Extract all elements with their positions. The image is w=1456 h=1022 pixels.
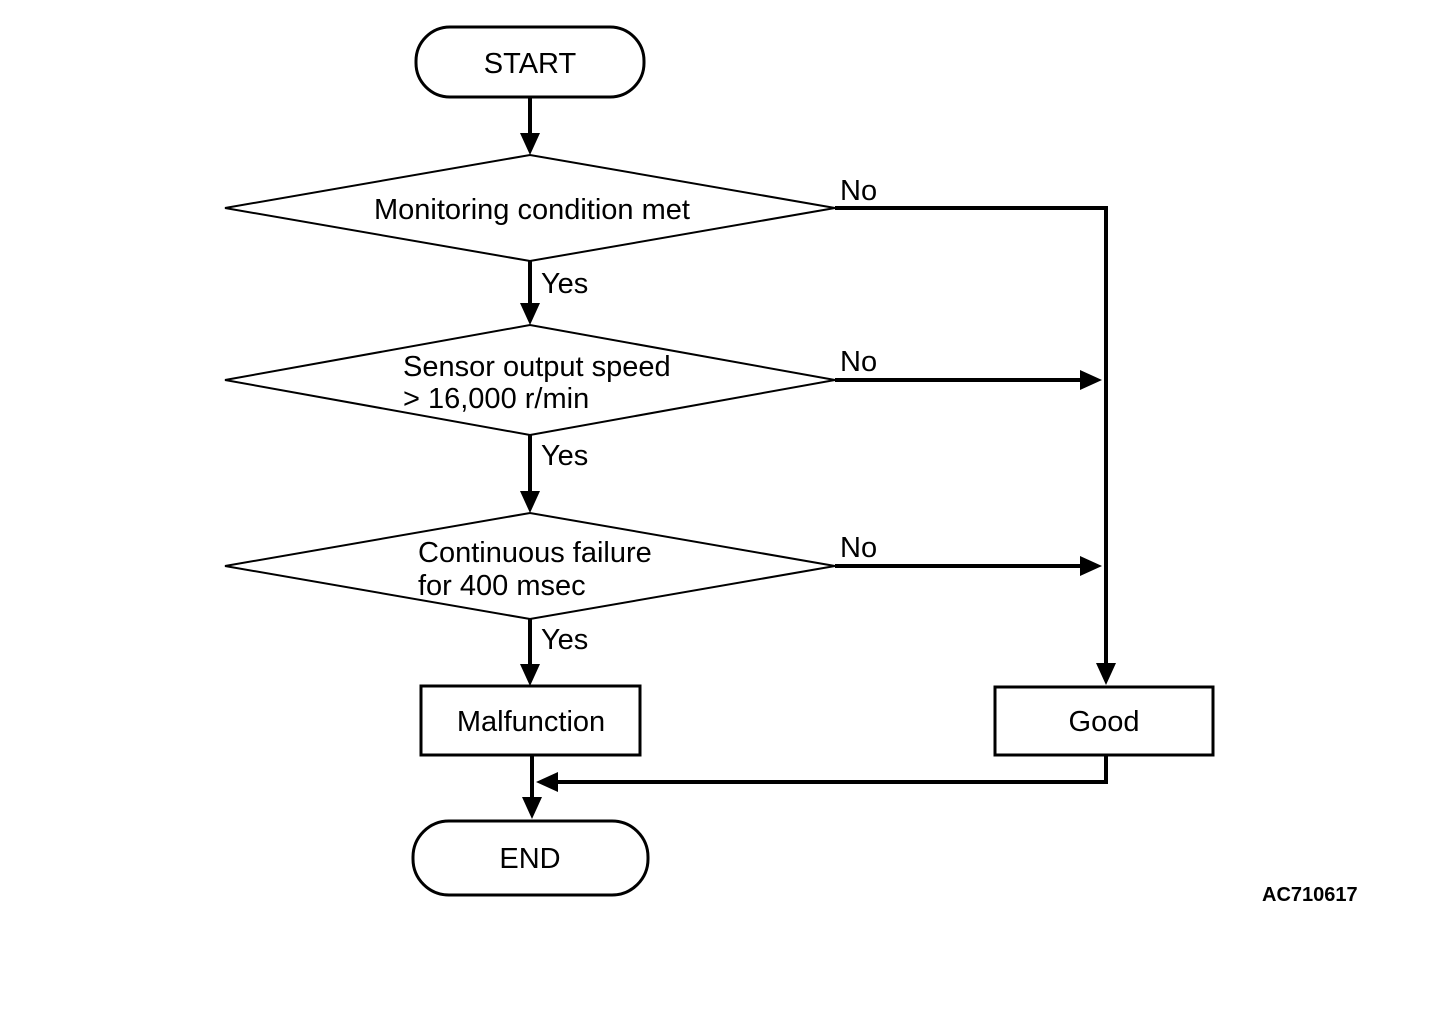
label-sensor-yes: Yes — [541, 440, 588, 472]
arrowhead-monitoring-to-sensor — [520, 303, 540, 325]
label-sensor-no: No — [840, 346, 877, 378]
figure-code: AC710617 — [1262, 884, 1358, 906]
good-label: Good — [1069, 706, 1140, 738]
good-box-shape — [993, 685, 1215, 757]
arrowhead-failure-no — [1080, 556, 1102, 576]
end-label: END — [499, 843, 560, 875]
node-good: Good — [993, 685, 1215, 757]
arrowhead-sensor-to-failure — [520, 491, 540, 513]
edge-good-to-junction — [558, 755, 1108, 784]
sensor-label-line2: > 16,000 r/min — [403, 383, 589, 415]
node-sensor-output-speed: Sensor output speed > 16,000 r/min — [224, 323, 836, 437]
arrowhead-into-end — [522, 797, 542, 819]
edge-monitoring-no-to-good — [835, 206, 1108, 663]
arrowhead-start-to-monitoring — [520, 133, 540, 155]
end-terminator-shape — [411, 819, 650, 897]
label-failure-yes: Yes — [541, 624, 588, 656]
malfunction-box-shape — [419, 684, 642, 757]
arrowhead-good-to-junction — [536, 772, 558, 792]
monitoring-label: Monitoring condition met — [374, 194, 690, 226]
sensor-label-line1: Sensor output speed — [403, 351, 671, 383]
node-monitoring-condition: Monitoring condition met — [224, 153, 836, 263]
node-malfunction: Malfunction — [419, 684, 642, 757]
failure-label-line2: for 400 msec — [418, 570, 586, 602]
malfunction-label: Malfunction — [457, 706, 605, 738]
arrowhead-into-good — [1096, 663, 1116, 685]
start-label: START — [484, 48, 577, 80]
node-start: START — [414, 25, 646, 99]
arrowhead-failure-to-malfunction — [520, 664, 540, 686]
node-continuous-failure: Continuous failure for 400 msec — [224, 511, 836, 621]
node-end: END — [411, 819, 650, 897]
label-failure-no: No — [840, 532, 877, 564]
label-monitoring-no: No — [840, 175, 877, 207]
failure-label-line1: Continuous failure — [418, 537, 652, 569]
arrowhead-sensor-no — [1080, 370, 1102, 390]
label-monitoring-yes: Yes — [541, 268, 588, 300]
